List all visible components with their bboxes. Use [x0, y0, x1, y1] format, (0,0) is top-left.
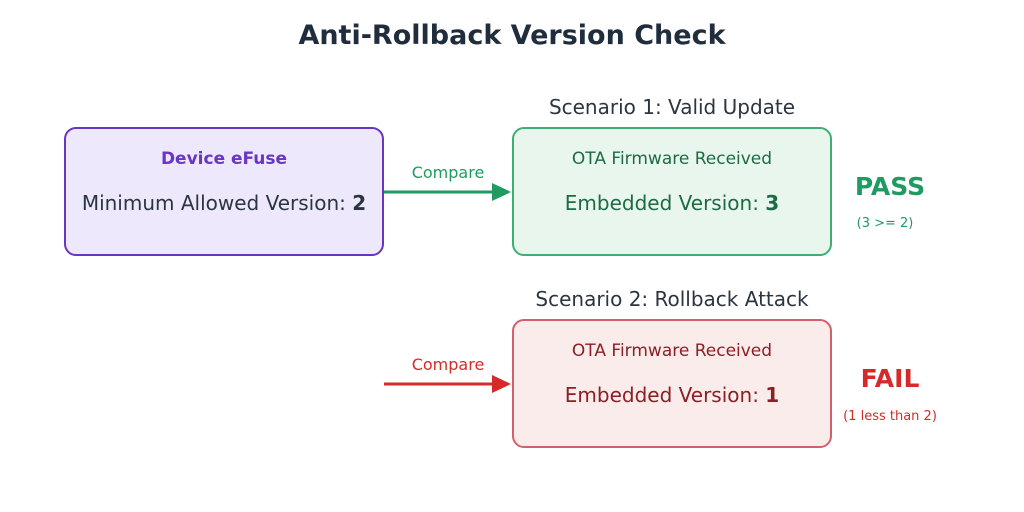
minimum-version-value: 2: [352, 191, 367, 215]
embedded-version-label-valid: Embedded Version:: [564, 191, 766, 215]
embedded-version-value-valid: 3: [765, 191, 780, 215]
ota-firmware-box-valid: OTA Firmware Received Embedded Version: …: [512, 127, 832, 256]
pass-result-note: (3 >= 2): [856, 216, 914, 231]
embedded-version-label-rollback: Embedded Version:: [564, 383, 766, 407]
scenario-2-label: Scenario 2: Rollback Attack: [535, 287, 809, 311]
ota-firmware-title-valid: OTA Firmware Received: [571, 149, 773, 169]
fail-result-note: (1 less than 2): [843, 409, 937, 424]
scenario-1-label: Scenario 1: Valid Update: [548, 95, 796, 119]
device-efuse-heading: Device eFuse: [160, 149, 288, 169]
embedded-version-value-rollback: 1: [765, 383, 780, 407]
compare-arrow-rollback: [384, 375, 511, 393]
compare-arrow-valid: [384, 183, 511, 201]
minimum-version-label: Minimum Allowed Version:: [81, 191, 353, 215]
device-efuse-box: Device eFuse Minimum Allowed Version: 2: [64, 127, 384, 256]
embedded-version-line-valid: Embedded Version: 3: [514, 191, 830, 215]
embedded-version-line-rollback: Embedded Version: 1: [514, 383, 830, 407]
ota-firmware-box-rollback: OTA Firmware Received Embedded Version: …: [512, 319, 832, 448]
compare-label-rollback: Compare: [411, 355, 485, 374]
ota-firmware-title-rollback: OTA Firmware Received: [571, 341, 773, 361]
compare-label-valid: Compare: [411, 163, 485, 182]
minimum-version-line: Minimum Allowed Version: 2: [66, 191, 382, 215]
fail-result: FAIL: [860, 364, 920, 393]
pass-result: PASS: [854, 172, 926, 201]
page-title: Anti-Rollback Version Check: [298, 20, 726, 51]
